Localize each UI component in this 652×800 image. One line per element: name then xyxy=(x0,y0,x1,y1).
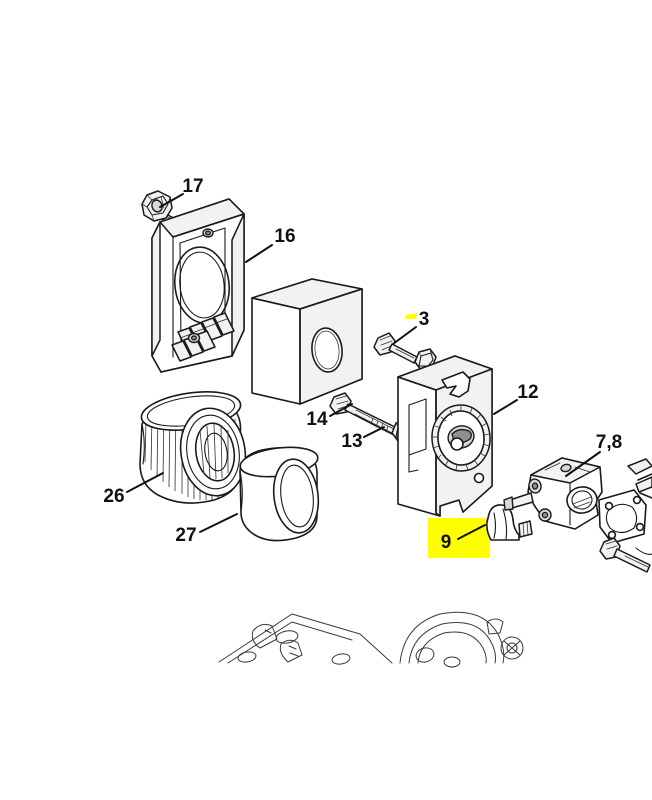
bottom-clipped-crankcase xyxy=(218,613,393,665)
leader-12 xyxy=(493,399,518,415)
leader-14 xyxy=(329,403,353,417)
part-27-filter-ring xyxy=(239,446,320,542)
leader-16 xyxy=(245,244,273,263)
right-edge-pin xyxy=(627,458,652,475)
part-7-8-carburetor xyxy=(503,457,603,530)
leader-13 xyxy=(363,426,385,438)
gasket-bolt-1 xyxy=(599,537,651,573)
callout-label-27: 27 xyxy=(175,525,196,546)
part-16-air-filter-cover xyxy=(151,198,245,373)
leader-17 xyxy=(159,193,184,208)
callout-label-14: 14 xyxy=(306,409,328,430)
part-9-choke-knob xyxy=(486,504,533,541)
leader-78 xyxy=(565,451,601,477)
callout-label-3: 3 xyxy=(419,309,430,330)
callout-label-13: 13 xyxy=(341,431,362,452)
callout-leaders xyxy=(126,193,601,540)
part-3-collar-screw xyxy=(373,332,418,364)
highlight-fleck xyxy=(405,313,418,319)
flange-splines xyxy=(432,406,491,471)
leader-3 xyxy=(392,326,417,345)
part-12-carburetor-box xyxy=(397,355,493,517)
cover-louvers xyxy=(171,312,235,362)
air-filter-housing-box xyxy=(251,278,363,405)
gasket-bolt-2 xyxy=(635,476,652,493)
callout-label-16: 16 xyxy=(274,226,295,247)
part-14-long-screw xyxy=(329,392,398,436)
leader-9 xyxy=(457,524,486,540)
leader-27 xyxy=(199,513,238,533)
part-26-air-filter-element xyxy=(139,391,247,504)
right-edge-bracket xyxy=(635,473,652,555)
bottom-clipped-flywheel xyxy=(399,611,524,668)
callout-label-17: 17 xyxy=(182,176,203,197)
callout-label-12: 12 xyxy=(517,382,538,403)
carburetor-gasket xyxy=(598,489,647,544)
leader-26 xyxy=(126,472,164,493)
callout-label-26: 26 xyxy=(103,486,124,507)
callout-label-7-8: 7,8 xyxy=(596,432,622,453)
callout-label-9: 9 xyxy=(441,532,452,553)
callout-labels: 17 16 3 12 7,8 14 13 26 27 9 xyxy=(103,176,622,553)
